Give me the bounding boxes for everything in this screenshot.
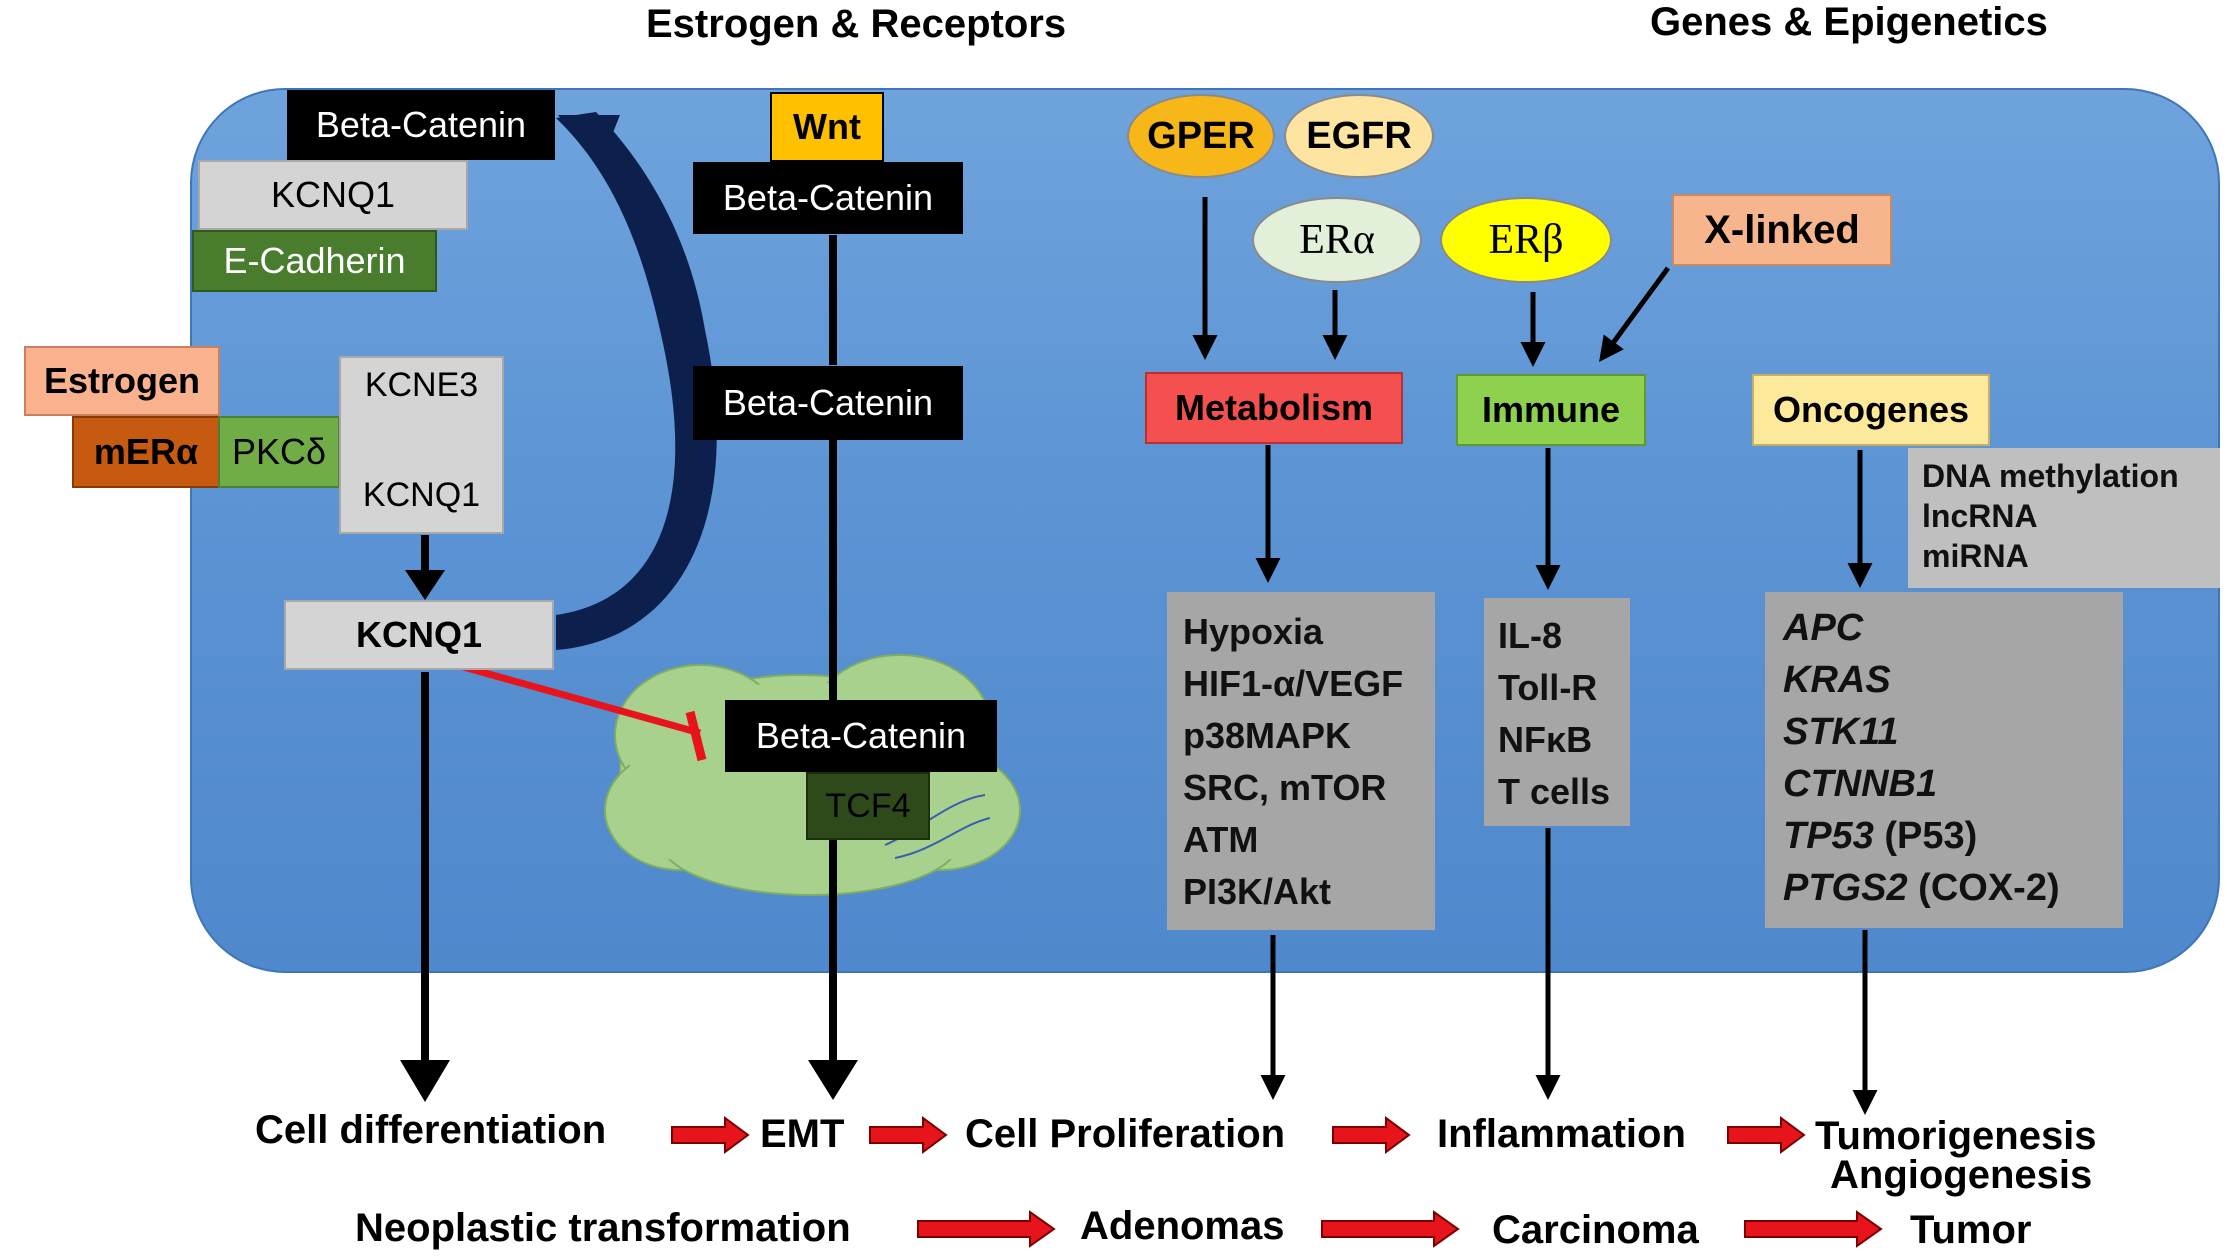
protein-name: (COX-2) bbox=[1907, 867, 2060, 909]
metabolism-item: HIF1-α/VEGF bbox=[1183, 663, 1404, 704]
mer-alpha-box: mERα bbox=[72, 416, 220, 488]
oncogene-item: PTGS2 (COX-2) bbox=[1783, 862, 2123, 914]
kcne3-kcnq1-complex: KCNE3 KCNQ1 bbox=[339, 356, 504, 534]
beta-catenin-membrane: Beta-Catenin bbox=[287, 90, 555, 160]
flow-arrow-r2-2 bbox=[1321, 1210, 1460, 1248]
epigenetics-item: DNA methylation bbox=[1922, 458, 2179, 494]
kcnq1-membrane: KCNQ1 bbox=[198, 160, 468, 230]
e-cadherin-box: E-Cadherin bbox=[192, 230, 437, 292]
gene-name: APC bbox=[1783, 607, 1864, 649]
metabolism-item: PI3K/Akt bbox=[1183, 871, 1332, 912]
immune-item: T cells bbox=[1498, 771, 1611, 812]
epigenetics-list: DNA methylation lncRNA miRNA bbox=[1908, 448, 2220, 588]
kcnq1-box: KCNQ1 bbox=[284, 600, 554, 670]
header-estrogen-receptors: Estrogen & Receptors bbox=[646, 2, 1067, 46]
flow-arrow-r1-4 bbox=[1727, 1116, 1806, 1154]
outcome-neoplastic-transformation: Neoplastic transformation bbox=[355, 1206, 851, 1250]
pkc-delta-box: PKCδ bbox=[218, 416, 340, 488]
estrogen-box: Estrogen bbox=[24, 346, 220, 416]
epigenetics-item: lncRNA bbox=[1922, 498, 2038, 534]
outcome-angiogenesis: Angiogenesis bbox=[1830, 1153, 2093, 1197]
gene-name: STK11 bbox=[1783, 711, 1899, 753]
immune-item: Toll-R bbox=[1498, 667, 1598, 708]
gene-name: KRAS bbox=[1783, 659, 1891, 701]
beta-catenin-cytoplasm-1: Beta-Catenin bbox=[693, 162, 963, 234]
metabolism-item: SRC, mTOR bbox=[1183, 767, 1387, 808]
kcnq1-to-beta-catenin-curve bbox=[556, 112, 717, 650]
metabolism-item: p38MAPK bbox=[1183, 715, 1352, 756]
wnt-box: Wnt bbox=[770, 92, 884, 162]
protein-name: (P53) bbox=[1873, 815, 1978, 857]
header-genes-epigenetics: Genes & Epigenetics bbox=[1650, 0, 2048, 44]
flow-arrow-r2-1 bbox=[917, 1210, 1056, 1248]
epigenetics-item: miRNA bbox=[1922, 538, 2029, 574]
oncogene-list: APC KRAS STK11 CTNNB1 TP53 (P53) PTGS2 (… bbox=[1765, 592, 2123, 928]
metabolism-item: Hypoxia bbox=[1183, 611, 1324, 652]
egfr-oval: EGFR bbox=[1284, 94, 1434, 178]
metabolism-item: ATM bbox=[1183, 819, 1259, 860]
outcome-cell-proliferation: Cell Proliferation bbox=[965, 1112, 1286, 1156]
oncogene-item: APC bbox=[1783, 602, 2123, 654]
outcome-adenomas: Adenomas bbox=[1080, 1204, 1285, 1248]
flow-arrow-r2-3 bbox=[1744, 1210, 1883, 1248]
kcne3-label: KCNE3 bbox=[364, 366, 479, 404]
immune-list: IL-8 Toll-R NFκB T cells bbox=[1484, 598, 1630, 826]
gene-name: CTNNB1 bbox=[1783, 763, 1938, 805]
tcf4-box: TCF4 bbox=[806, 772, 930, 840]
flow-arrow-r1-1 bbox=[671, 1116, 750, 1154]
outcome-emt: EMT bbox=[760, 1112, 845, 1156]
beta-catenin-nucleus: Beta-Catenin bbox=[725, 700, 997, 772]
immune-item: NFκB bbox=[1498, 719, 1593, 760]
oncogene-item: STK11 bbox=[1783, 706, 2123, 758]
oncogenes-box: Oncogenes bbox=[1752, 374, 1990, 446]
beta-catenin-cytoplasm-2: Beta-Catenin bbox=[693, 366, 963, 440]
gper-oval: GPER bbox=[1127, 94, 1275, 178]
oncogene-item: TP53 (P53) bbox=[1783, 810, 2123, 862]
gene-name: PTGS2 bbox=[1783, 867, 1908, 909]
outcome-inflammation: Inflammation bbox=[1437, 1112, 1686, 1156]
outcome-tumorigenesis: Tumorigenesis bbox=[1815, 1114, 2097, 1158]
kcnq1-complex-label: KCNQ1 bbox=[362, 476, 481, 514]
outcome-carcinoma: Carcinoma bbox=[1492, 1208, 1699, 1252]
oncogene-item: CTNNB1 bbox=[1783, 758, 2123, 810]
er-alpha-oval: ERα bbox=[1252, 197, 1422, 283]
metabolism-box: Metabolism bbox=[1145, 372, 1403, 444]
gene-name: TP53 bbox=[1783, 815, 1874, 857]
curve-arrowhead bbox=[558, 115, 620, 165]
flow-arrow-r1-3 bbox=[1332, 1116, 1411, 1154]
oncogene-item: KRAS bbox=[1783, 654, 2123, 706]
outcome-tumor: Tumor bbox=[1910, 1208, 2032, 1252]
outcome-cell-differentiation: Cell differentiation bbox=[255, 1108, 607, 1152]
flow-arrow-r1-2 bbox=[869, 1116, 948, 1154]
metabolism-list: Hypoxia HIF1-α/VEGF p38MAPK SRC, mTOR AT… bbox=[1167, 592, 1435, 930]
immune-box: Immune bbox=[1456, 374, 1646, 446]
x-linked-box: X-linked bbox=[1672, 194, 1892, 266]
immune-item: IL-8 bbox=[1498, 615, 1563, 656]
er-beta-oval: ERβ bbox=[1440, 197, 1612, 283]
